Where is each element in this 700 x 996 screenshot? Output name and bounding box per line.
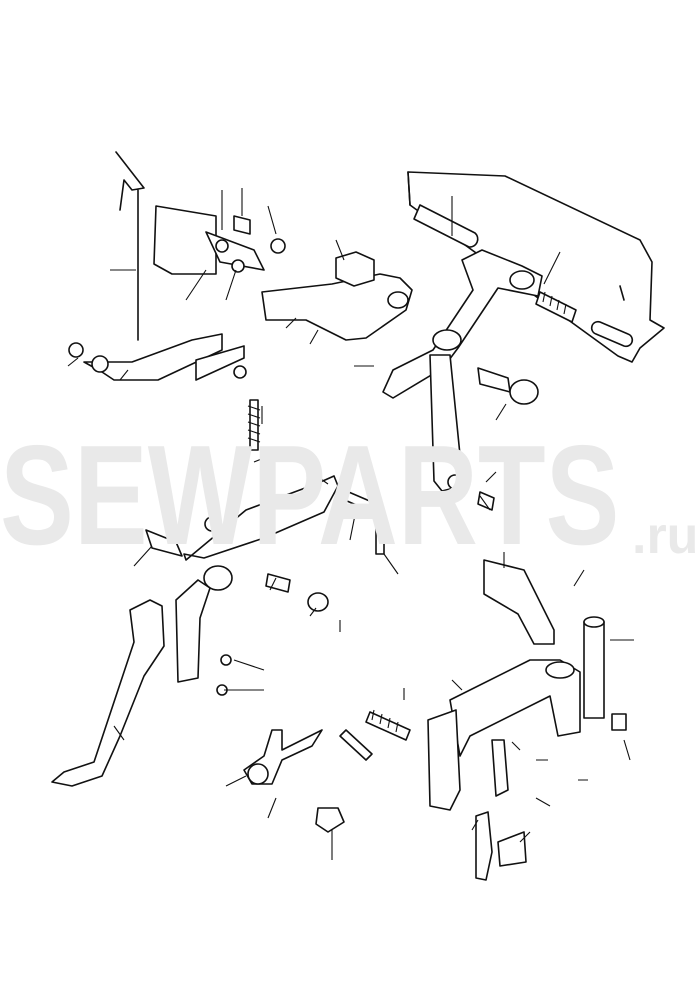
main-lever bbox=[382, 204, 577, 511]
upper-left-linkage bbox=[68, 151, 413, 451]
watermark-text: SEWPARTS bbox=[0, 416, 620, 575]
leader-lines bbox=[67, 188, 634, 860]
lower-middle-parts bbox=[216, 654, 345, 833]
middle-lever bbox=[51, 475, 385, 787]
watermark-suffix: .ru bbox=[632, 507, 699, 565]
lower-right-assembly bbox=[339, 559, 627, 881]
